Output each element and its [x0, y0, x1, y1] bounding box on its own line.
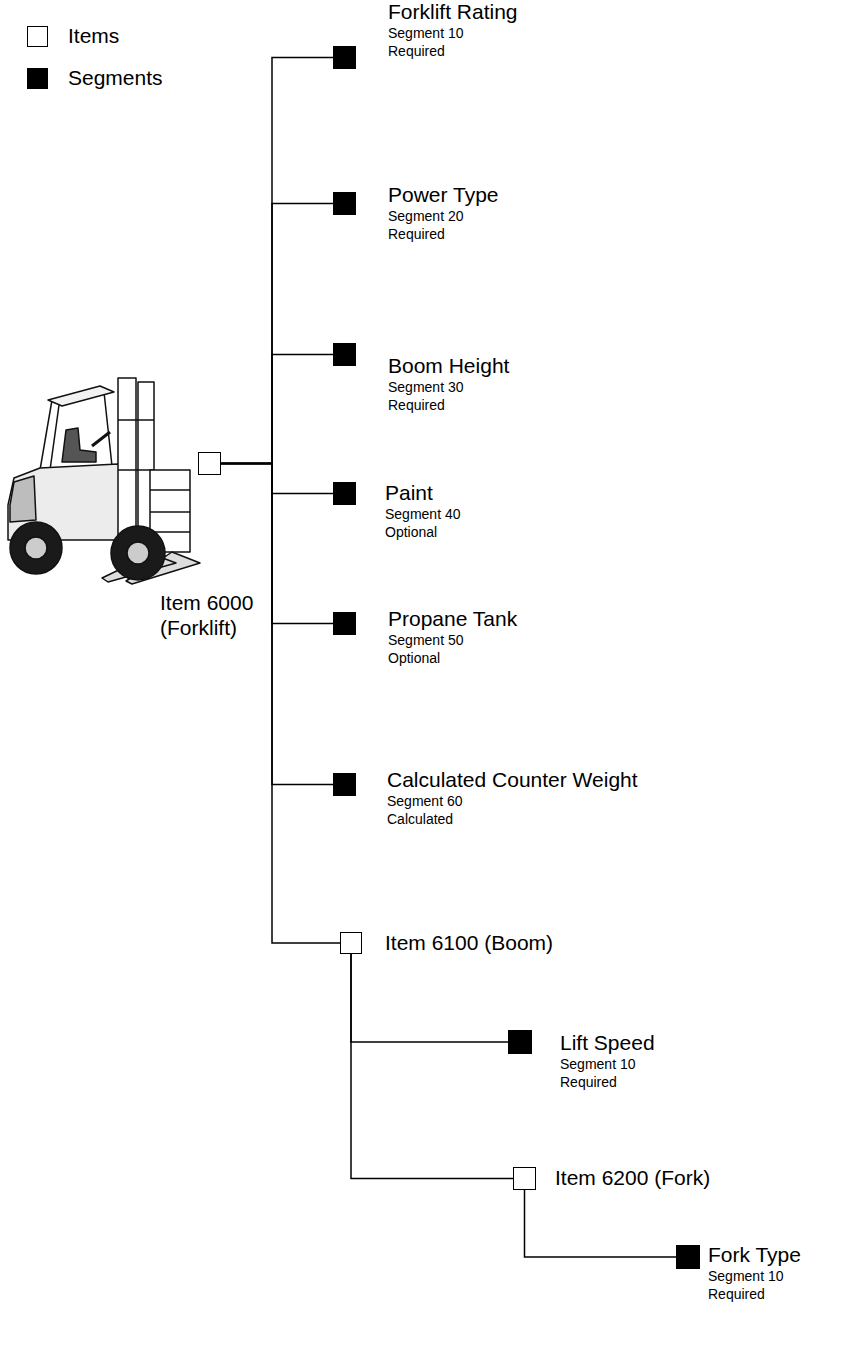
segment-status: Required [388, 225, 499, 243]
node-text: Forklift RatingSegment 10Required [388, 0, 518, 60]
node-text: Fork TypeSegment 10Required [708, 1243, 801, 1303]
front-wheel [111, 526, 165, 580]
segment-status: Required [388, 42, 518, 60]
forklift-illustration [8, 378, 200, 584]
guard-post [104, 392, 112, 466]
legend-swatch [27, 68, 48, 89]
segment-title: Lift Speed [560, 1031, 655, 1055]
segment-title: Forklift Rating [388, 0, 518, 24]
segment-square [333, 343, 356, 366]
legend-swatch [27, 26, 48, 47]
wheel-hub [25, 537, 47, 559]
node-text: Boom HeightSegment 30Required [388, 354, 509, 414]
tree-connector [221, 204, 333, 464]
segment-status: Calculated [387, 810, 638, 828]
node-text: Calculated Counter WeightSegment 60Calcu… [387, 768, 638, 828]
segment-node: Lift SpeedSegment 10Required [508, 1030, 657, 1093]
item-node: Item 6000 (Forklift) [160, 452, 272, 642]
tree-connector [351, 954, 508, 1042]
item-square [513, 1167, 536, 1190]
segment-title: Propane Tank [388, 607, 517, 631]
tree-connector [221, 464, 333, 494]
mast-bar [118, 419, 154, 421]
tree-connector [221, 464, 340, 944]
carriage-bar [150, 489, 190, 491]
tree-connector [351, 954, 513, 1179]
item-label: Item 6100 (Boom) [385, 931, 553, 955]
segment-node: Calculated Counter WeightSegment 60Calcu… [333, 768, 640, 830]
segment-number: Segment 10 [560, 1055, 655, 1073]
segment-title: Calculated Counter Weight [387, 768, 638, 792]
segment-node: Propane TankSegment 50Optional [333, 607, 520, 669]
steering-wheel [92, 432, 110, 446]
segment-title: Power Type [388, 183, 499, 207]
guard-post [50, 398, 60, 470]
segment-square [508, 1030, 532, 1054]
segment-node: Forklift RatingSegment 10Required [333, 0, 520, 71]
segment-status: Required [560, 1073, 655, 1091]
segment-number: Segment 10 [388, 24, 518, 42]
rear-wheel [10, 522, 62, 574]
item-node: Item 6100 (Boom) [340, 931, 556, 957]
segment-number: Segment 50 [388, 631, 517, 649]
node-text: Item 6200 (Fork) [555, 1166, 710, 1190]
segment-status: Optional [385, 523, 461, 541]
segment-number: Segment 30 [388, 378, 509, 396]
tree-connector [221, 58, 333, 464]
node-text: Power TypeSegment 20Required [388, 183, 499, 243]
legend-label: Items [68, 24, 119, 48]
node-text: Item 6000 (Forklift) [160, 590, 270, 640]
overhead-guard [48, 386, 114, 406]
segment-square [333, 612, 356, 635]
item-label: Item 6200 (Fork) [555, 1166, 710, 1190]
carriage-bar [150, 511, 190, 513]
mast [118, 378, 136, 548]
segment-title: Boom Height [388, 354, 509, 378]
node-text: Item 6100 (Boom) [385, 931, 553, 955]
wheel-hub [127, 542, 149, 564]
segment-number: Segment 10 [708, 1267, 801, 1285]
segment-number: Segment 20 [388, 207, 499, 225]
node-text: Lift SpeedSegment 10Required [560, 1031, 655, 1091]
item-node: Item 6200 (Fork) [513, 1166, 713, 1192]
segment-node: Boom HeightSegment 30Required [333, 343, 512, 416]
seat [62, 428, 96, 462]
segment-square [333, 46, 356, 69]
guard-post [40, 400, 52, 470]
segment-square [333, 192, 356, 215]
segment-status: Required [708, 1285, 801, 1303]
segment-node: Power TypeSegment 20Required [333, 183, 501, 245]
segment-node: PaintSegment 40Optional [333, 481, 463, 543]
tree-connector [525, 1190, 677, 1257]
legend-label: Segments [68, 66, 163, 90]
item-square [198, 452, 221, 475]
tree-connector [221, 355, 333, 464]
segment-status: Optional [388, 649, 517, 667]
segment-status: Required [388, 396, 509, 414]
node-text: PaintSegment 40Optional [385, 481, 461, 541]
segment-number: Segment 60 [387, 792, 638, 810]
segment-square [333, 482, 356, 505]
segment-number: Segment 40 [385, 505, 461, 523]
item-label: Item 6000 (Forklift) [160, 590, 270, 640]
segment-title: Paint [385, 481, 461, 505]
segment-square [333, 773, 356, 796]
segment-title: Fork Type [708, 1243, 801, 1267]
segment-square [676, 1245, 700, 1269]
counterweight [10, 476, 36, 522]
item-square [340, 932, 362, 954]
node-text: Propane TankSegment 50Optional [388, 607, 517, 667]
segment-node: Fork TypeSegment 10Required [676, 1243, 803, 1305]
tree-connector [221, 464, 333, 785]
mast-bar [118, 469, 154, 471]
